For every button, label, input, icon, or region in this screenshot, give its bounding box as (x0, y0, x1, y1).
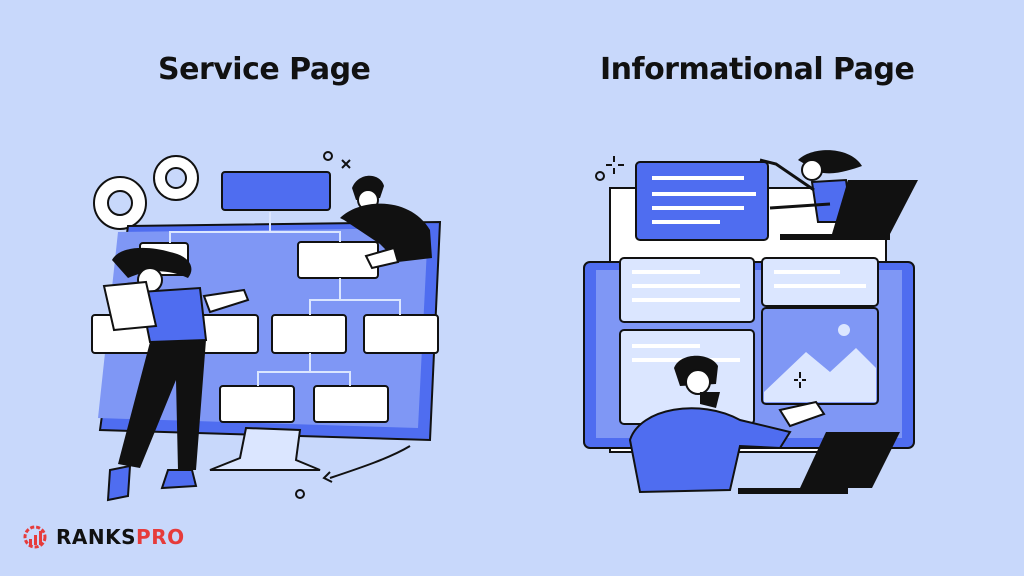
gear-icon (23, 525, 47, 549)
gear-icon (93, 155, 199, 230)
woman-figure (102, 247, 250, 502)
informational-illustration (583, 150, 918, 494)
brand-name-part1: RANKS (56, 525, 137, 549)
service-illustration (91, 151, 442, 502)
laptop-icon (780, 180, 918, 240)
man-figure-laptop (628, 355, 826, 494)
laptop-icon (738, 432, 900, 494)
brand-name-part2: PRO (136, 525, 185, 549)
mountain-image-icon (761, 307, 879, 405)
sparkle-icon (606, 156, 806, 388)
service-page-heading: Service Page (158, 52, 371, 87)
man-figure (340, 175, 432, 270)
informational-page-heading: Informational Page (600, 52, 915, 87)
ranks-pro-logo: RANKSPRO (20, 522, 185, 552)
